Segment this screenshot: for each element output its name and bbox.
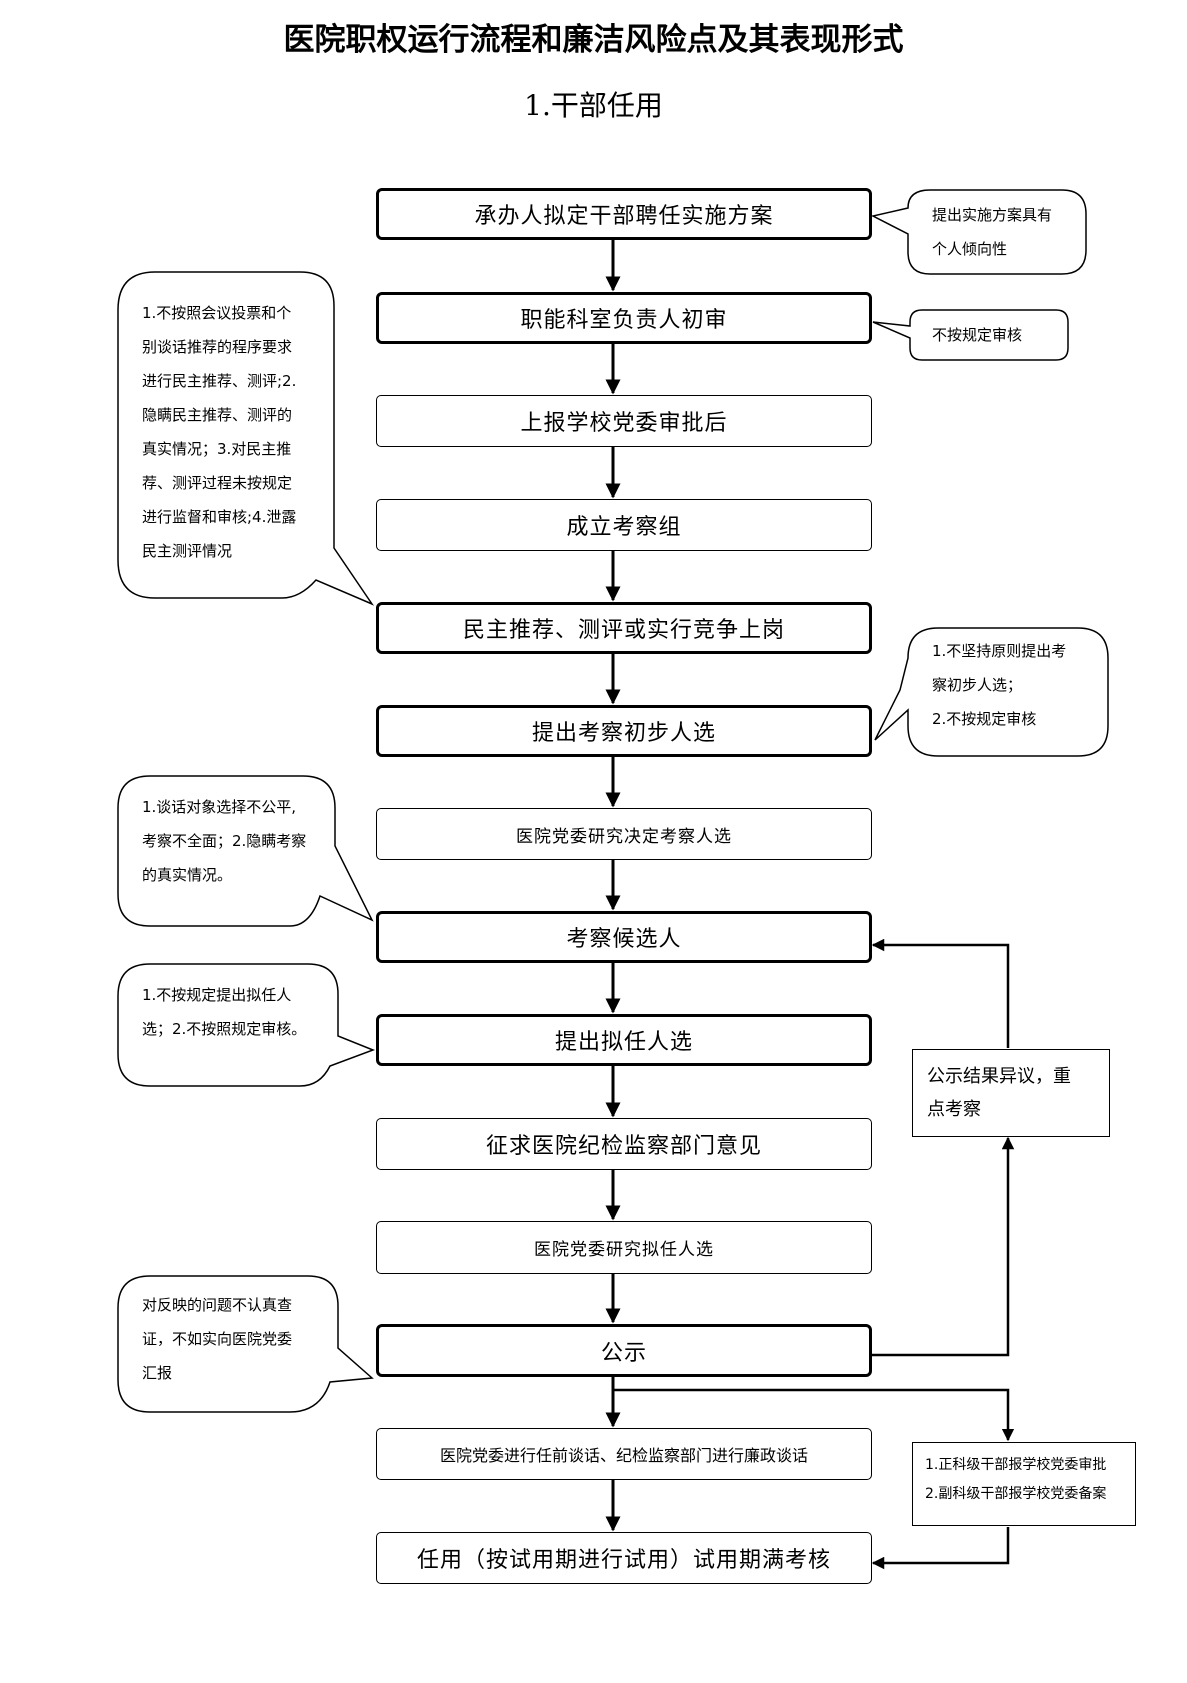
risk-note-3: 1.不按照会议投票和个别谈话推荐的程序要求 进行民主推荐、测评;2.隐瞒民主推荐… <box>142 304 297 560</box>
flow-step-8: 考察候选人 <box>376 911 872 963</box>
risk-note-1: 提出实施方案具有个人倾向性 <box>932 206 1053 258</box>
risk-bubble-3-shape <box>117 271 375 606</box>
risk-bubble-2-shape <box>872 309 1069 361</box>
risk-note-5: 1.谈话对象选择不公平,考察不全面；2.隐瞒考察的真实情况。 <box>142 798 307 884</box>
flow-step-13: 医院党委进行任前谈话、纪检监察部门进行廉政谈话 <box>376 1428 872 1480</box>
objection-box: 公示结果异议，重点考察 <box>912 1049 1110 1137</box>
flow-step-5: 民主推荐、测评或实行竞争上岗 <box>376 602 872 654</box>
flow-step-10: 征求医院纪检监察部门意见 <box>376 1118 872 1170</box>
page-subtitle: 1.干部任用 <box>524 89 663 122</box>
flow-step-1: 承办人拟定干部聘任实施方案 <box>376 188 872 240</box>
flow-step-3: 上报学校党委审批后 <box>376 395 872 447</box>
risk-note-6: 1.不按规定提出拟任人选；2.不按照规定审核。 <box>142 986 307 1038</box>
risk-bubble-5-shape <box>117 775 374 927</box>
report-branch-line <box>613 1388 1015 1442</box>
risk-bubble-7-shape <box>117 1275 374 1413</box>
flow-step-7: 医院党委研究决定考察人选 <box>376 808 872 860</box>
risk-bubble-6-shape <box>117 963 376 1087</box>
risk-bubble-4-shape <box>874 627 1109 757</box>
risk-note-7: 对反映的问题不认真查证，不如实向医院党委汇报 <box>142 1296 293 1382</box>
risk-bubble-1-shape <box>870 189 1087 275</box>
flow-step-12: 公示 <box>376 1324 872 1377</box>
loop-up-line <box>871 1136 1015 1357</box>
loop-back-line <box>871 938 1010 1048</box>
flow-step-2: 职能科室负责人初审 <box>376 292 872 344</box>
flow-step-6: 提出考察初步人选 <box>376 705 872 757</box>
flow-step-9: 提出拟任人选 <box>376 1014 872 1066</box>
flow-step-4: 成立考察组 <box>376 499 872 551</box>
risk-note-4: 1.不坚持原则提出考察初步人选；2.不按规定审核 <box>932 642 1067 728</box>
flow-step-14: 任用（按试用期进行试用）试用期满考核 <box>376 1532 872 1584</box>
flow-step-11: 医院党委研究拟任人选 <box>376 1221 872 1274</box>
report-return-line <box>871 1527 1010 1570</box>
risk-note-2: 不按规定审核 <box>932 326 1023 344</box>
page-title: 医院职权运行流程和廉洁风险点及其表现形式 <box>283 22 904 58</box>
